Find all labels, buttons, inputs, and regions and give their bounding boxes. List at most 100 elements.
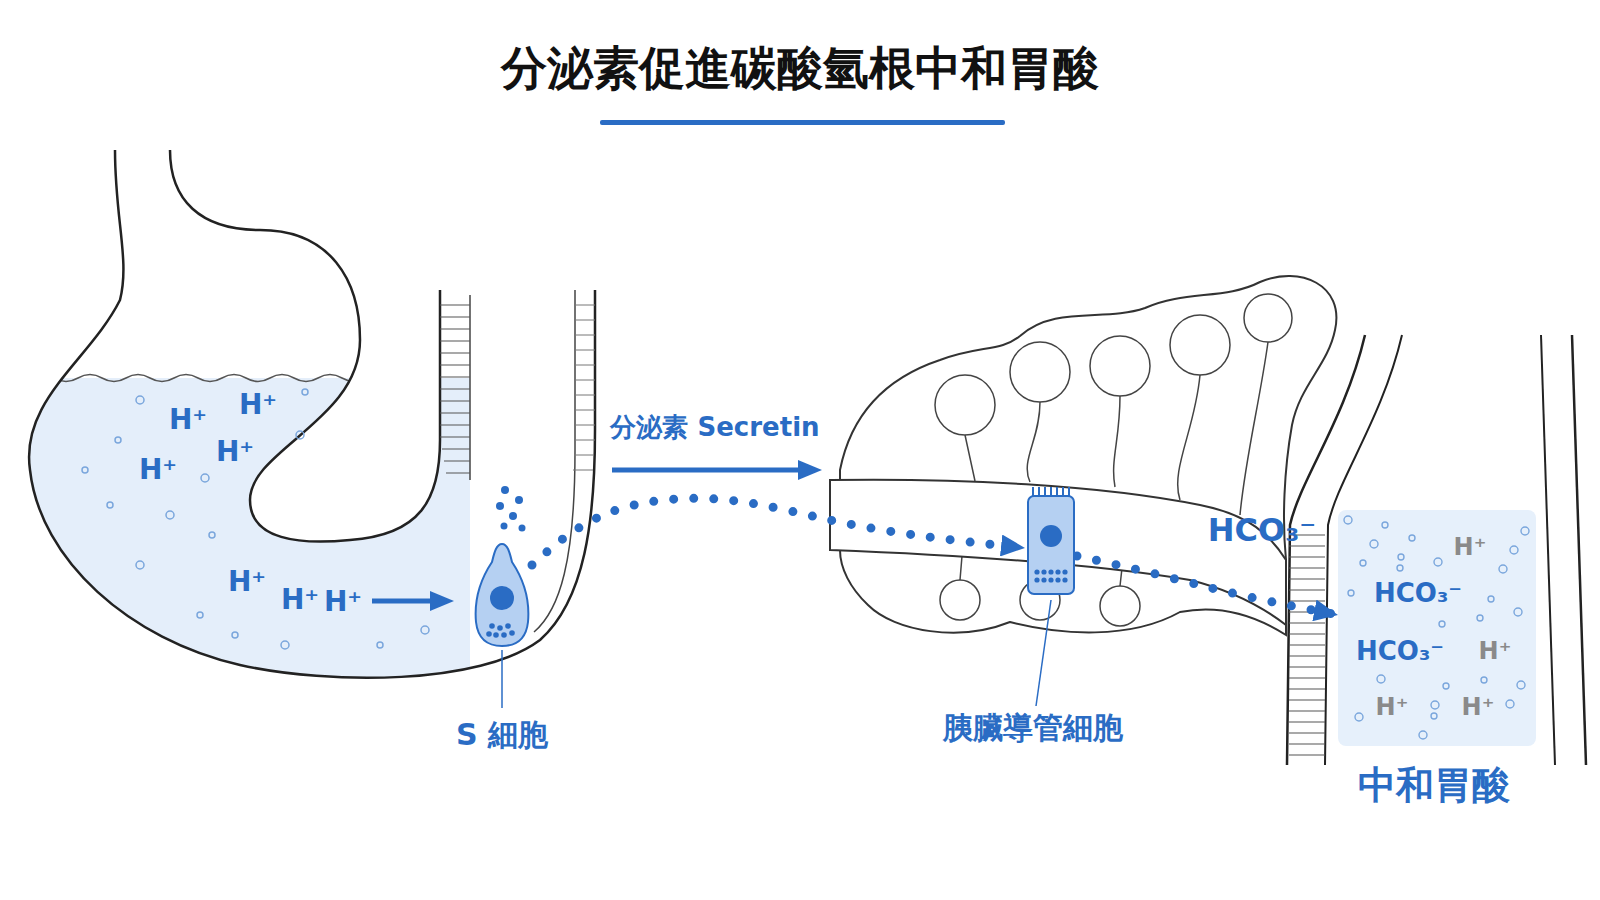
duodenal-fluid [1338,510,1536,746]
neutralization-region-shape [1338,510,1536,746]
ion-label-stomach: H⁺ [169,404,207,436]
bubble [1382,522,1388,528]
stomach-inner-wall [170,150,440,542]
gastric-acid [0,375,470,709]
bubble [377,642,383,648]
cell-granule [1055,569,1060,574]
diagram-title: 分泌素促進碳酸氫根中和胃酸 [501,42,1099,95]
secretin-arrow [612,468,798,473]
villus [1289,743,1325,744]
bubble [1397,565,1403,571]
lobule [1244,294,1292,342]
duct-cell-shape [1025,486,1077,598]
bubble [1431,713,1437,719]
cell-granule [1034,577,1039,582]
duct-cell: 胰臟導管細胞 [1025,486,1077,598]
villus [1289,732,1325,733]
bubble [107,502,113,508]
node-label: 胰臟導管細胞 [943,711,1123,746]
villus [1289,677,1325,678]
bubble [1477,615,1483,621]
cell-granule [493,632,499,638]
duodenum-villi [440,305,470,473]
lobule [1100,586,1140,626]
leader-line [501,650,503,708]
bubble [1517,681,1525,689]
cell-granule [1048,569,1053,574]
cell-nucleus [490,586,514,610]
lobule [1170,315,1230,375]
acid-flow-arrow [372,599,430,604]
wall-cells [573,305,595,470]
bubble [1506,700,1514,708]
bubble [166,511,174,519]
bubble [1521,527,1529,535]
bubble [1344,516,1352,524]
cell-granule [486,631,492,637]
bubble [1499,565,1507,573]
villus [1289,578,1325,579]
cell-body [476,544,529,646]
bubble [1431,701,1439,709]
bubble [201,474,209,482]
bubble [1377,675,1385,683]
granule [501,523,508,530]
villus [1289,666,1325,667]
villus [1289,622,1325,623]
edge-label: 分泌素 Secretin [610,413,819,443]
granule [496,502,504,510]
cell-granule [1034,569,1039,574]
bubble [1398,554,1404,560]
edge-label: HCO₃⁻ [1208,512,1316,549]
duodenum-villi [1289,535,1325,755]
lobule [935,375,995,435]
cell-granule [1041,577,1046,582]
stomach-outer-wall [29,150,595,678]
bubble [1419,731,1427,739]
cell-granule [1062,577,1067,582]
cell-granule [497,625,503,631]
bubble [1409,535,1415,541]
node-label: 中和胃酸 [1358,764,1510,808]
bubble [421,626,429,634]
villus [1289,688,1325,689]
cell-granule [1062,569,1067,574]
fluid-surface [30,375,366,382]
ion-label-stomach: H⁺ [239,389,277,421]
villus [1289,556,1325,557]
bubble [232,632,238,638]
secretion-connector [1077,556,1338,615]
villus [1289,545,1325,546]
villus [1289,633,1325,634]
bubble [1434,558,1442,566]
villus [1289,534,1325,535]
bubble [115,437,121,443]
villus [1289,699,1325,700]
bubble [1355,713,1363,721]
cell-granule [505,623,511,629]
villus [1289,589,1325,590]
pancreatic-duct [830,480,1286,625]
villus [1289,710,1325,711]
neutralization-region: 中和胃酸 [1338,510,1536,746]
acid-bubbles [82,389,429,649]
villus [1289,721,1325,722]
bubble [281,641,289,649]
secretion-connector [532,498,1025,565]
bubble [1443,683,1449,689]
villus [1289,754,1325,755]
bubble [296,431,304,439]
ion-label-stomach: H⁺ [216,436,254,468]
s-cell: S 細胞 [472,540,532,648]
bubble [1360,560,1366,566]
lobule [940,580,980,620]
node-label: S 細胞 [456,718,548,753]
cell-granule [1041,569,1046,574]
duodenum-right-outer-wall [1572,335,1586,765]
bubble [1488,596,1494,602]
ion-label-stomach: H⁺ [324,586,362,618]
lobule [1010,342,1070,402]
granule [519,525,526,532]
